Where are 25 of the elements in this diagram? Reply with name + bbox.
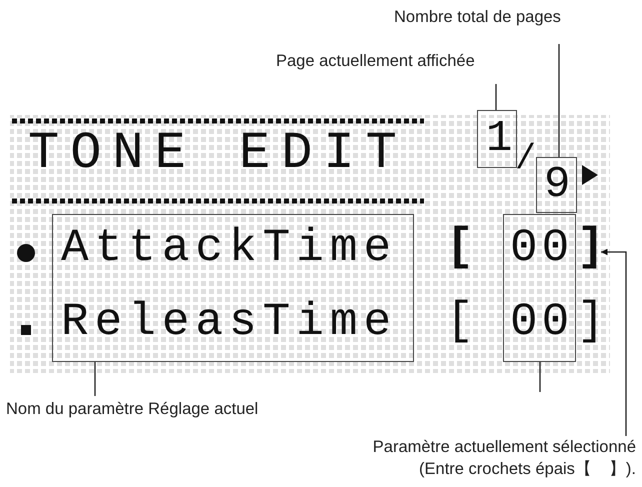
lcd-bracket: ]: [577, 298, 605, 344]
leader-line: [558, 44, 560, 157]
leader-line: [94, 362, 96, 396]
highlight-frame: [536, 157, 577, 213]
lcd-text: 00: [510, 225, 574, 271]
lcd-text: 9: [544, 163, 570, 207]
lcd-bracket: ]: [577, 224, 605, 270]
callout-label: Paramètre actuellement sélectionné (Entre crochets épais【 】).: [340, 436, 636, 484]
lcd-text: TONE EDIT: [28, 128, 408, 180]
lcd-text: 00: [510, 299, 574, 345]
lcd-bracket: [: [446, 224, 474, 270]
arrow: [601, 248, 627, 436]
lcd-text: /: [515, 142, 536, 177]
highlight-frame: [477, 110, 517, 168]
leader-line: [539, 362, 541, 392]
callout-label: Nom du paramètre Réglage actuel: [6, 398, 306, 422]
lcd-text: 1: [486, 117, 512, 161]
callout-label: Page actuellement affichée: [276, 50, 538, 74]
lcd-text: AttackTime: [61, 225, 398, 271]
callout-label: Nombre total de pages: [394, 6, 616, 30]
leader-line: [495, 84, 497, 110]
lcd-text: ReleasTime: [61, 299, 398, 345]
lcd-bracket: [: [446, 298, 474, 344]
highlight-frame: [52, 214, 414, 362]
highlight-frame: [503, 214, 576, 362]
